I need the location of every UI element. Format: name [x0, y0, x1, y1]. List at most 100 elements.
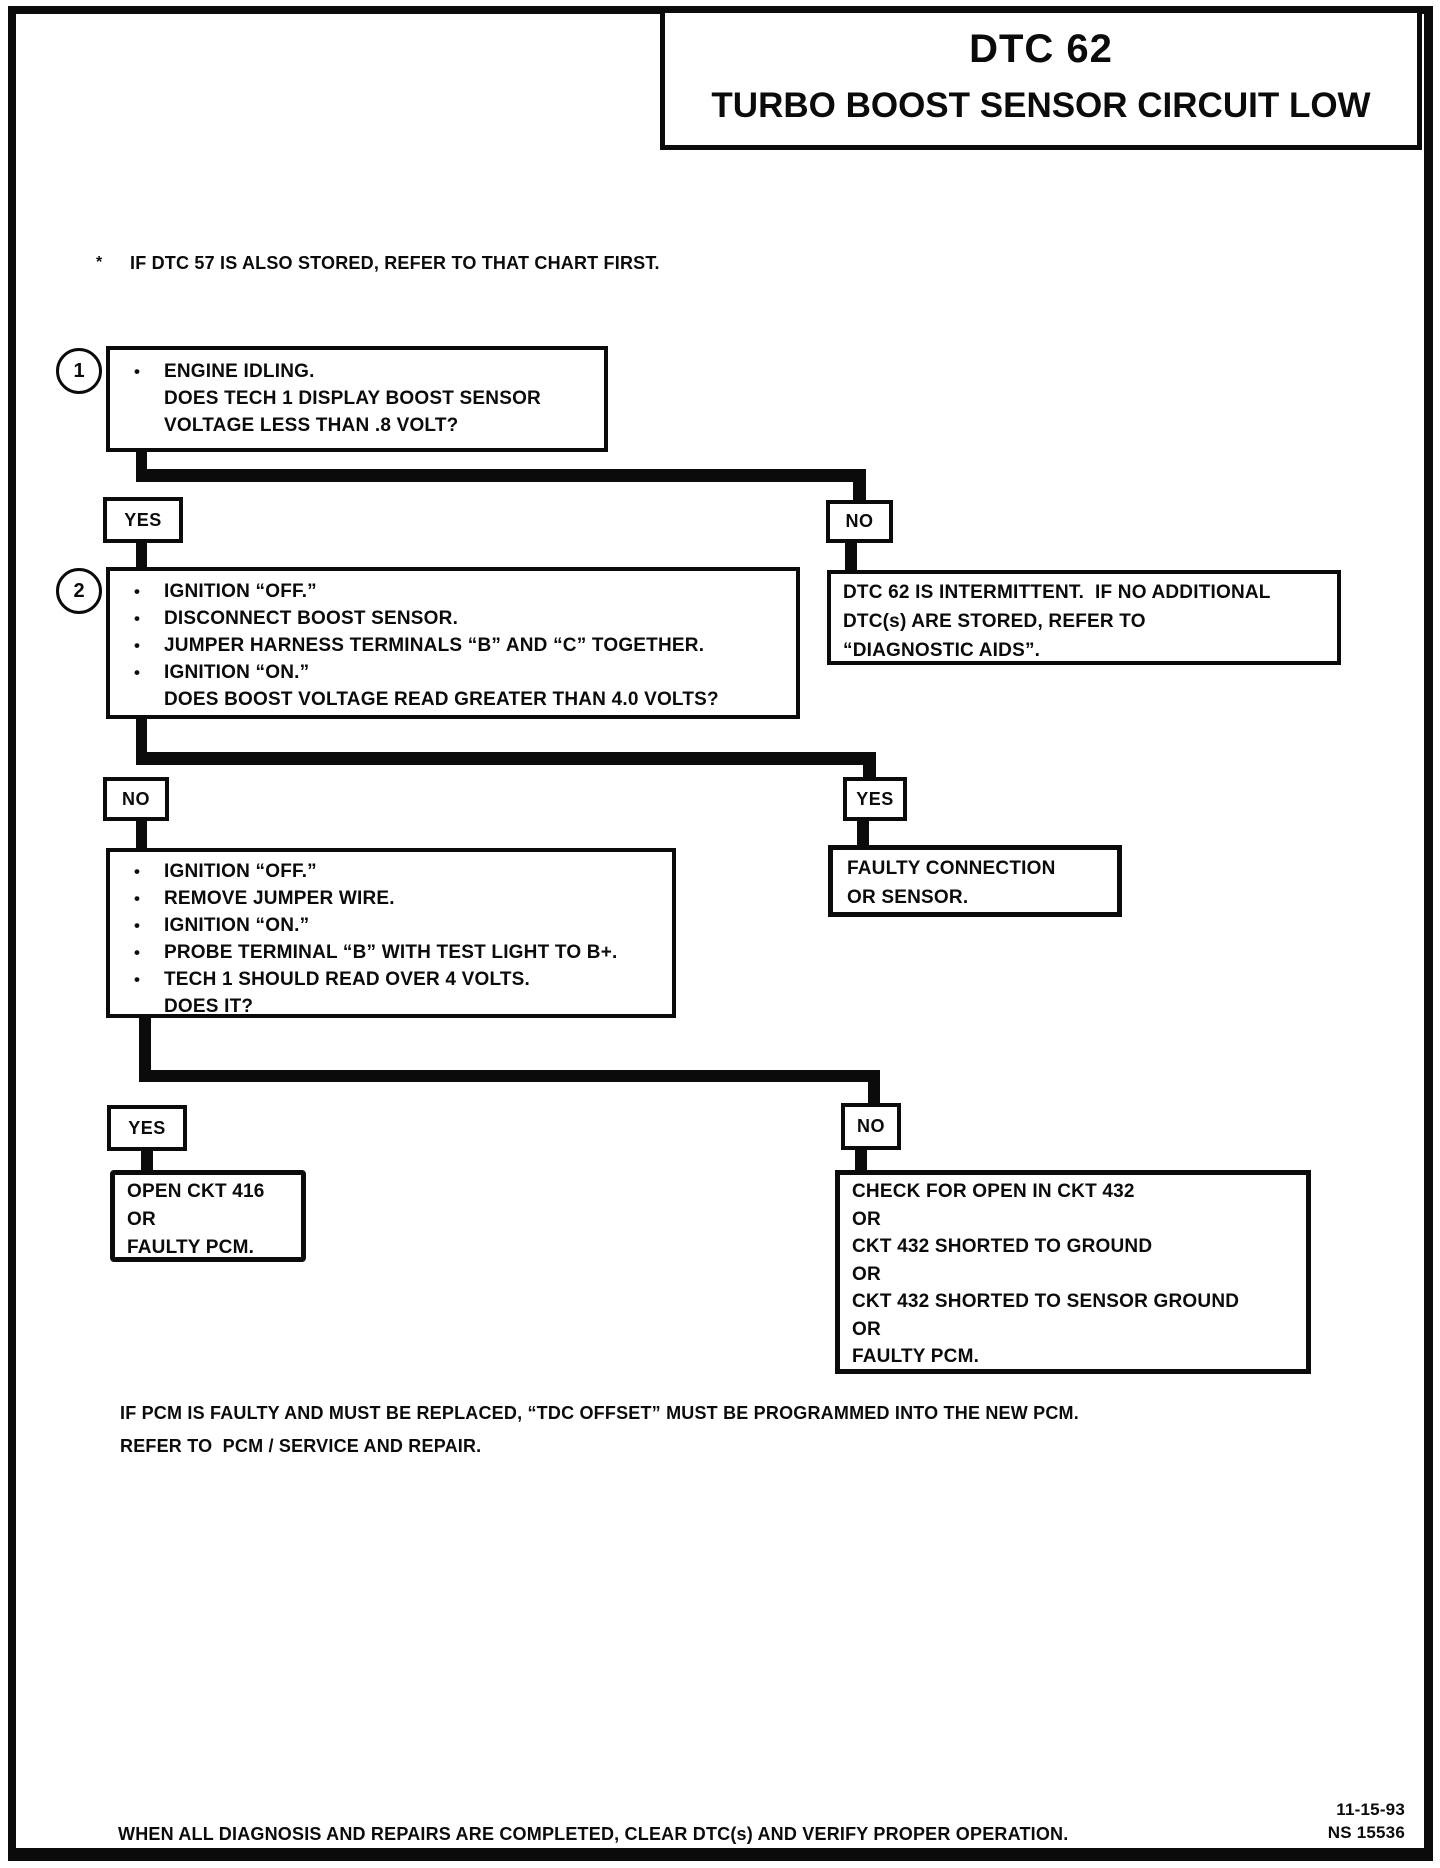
open-ckt-line: FAULTY PCM.: [127, 1237, 255, 1258]
step3-line: • TECH 1 SHOULD READ OVER 4 VOLTS.: [130, 966, 666, 993]
bullet-icon: •: [134, 916, 141, 935]
check-ckt-line: CHECK FOR OPEN IN CKT 432: [852, 1181, 1135, 1202]
step3-line-text: TECH 1 SHOULD READ OVER 4 VOLTS.: [164, 969, 531, 990]
connector-line: [136, 752, 876, 765]
decision3-yes-label: YES: [107, 1105, 187, 1151]
intermittent-box: DTC 62 IS INTERMITTENT. IF NO ADDITIONAL…: [827, 570, 1341, 665]
page-subtitle: TURBO BOOST SENSOR CIRCUIT LOW: [711, 86, 1371, 125]
bullet-icon: •: [134, 362, 141, 381]
connector-line: [857, 821, 869, 847]
step3-line: • IGNITION “ON.”: [130, 912, 666, 939]
bullet-icon: •: [134, 609, 141, 628]
connector-line: [136, 821, 147, 852]
step3-line-text: REMOVE JUMPER WIRE.: [164, 888, 395, 909]
check-ckt-line: FAULTY PCM.: [852, 1346, 980, 1367]
step3-line-text: IGNITION “ON.”: [164, 915, 310, 936]
connector-line: [139, 1070, 880, 1082]
decision-label-text: YES: [128, 1117, 166, 1138]
faulty-connection-line: OR SENSOR.: [847, 887, 969, 908]
step2-box: • IGNITION “OFF.” • DISCONNECT BOOST SENSO…: [106, 567, 800, 719]
open-ckt-box: OPEN CKT 416 OR FAULTY PCM.: [110, 1170, 306, 1262]
connector-line: [136, 448, 147, 482]
step3-line: DOES IT?: [130, 993, 666, 1020]
step2-line-text: IGNITION “OFF.”: [164, 581, 317, 602]
step2-line-text: DISCONNECT BOOST SENSOR.: [164, 608, 459, 629]
intermittent-line: DTC(s) ARE STORED, REFER TO: [843, 611, 1146, 632]
page-title: DTC 62: [969, 27, 1113, 71]
step-circle-1-number: 1: [73, 359, 85, 382]
check-ckt-box: CHECK FOR OPEN IN CKT 432 OR CKT 432 SHO…: [835, 1170, 1311, 1374]
step3-line: • REMOVE JUMPER WIRE.: [130, 885, 666, 912]
title-box: DTC 62 TURBO BOOST SENSOR CIRCUIT LOW: [660, 8, 1422, 150]
step2-line-text: JUMPER HARNESS TERMINALS “B” AND “C” TOG…: [164, 635, 705, 656]
check-ckt-line: CKT 432 SHORTED TO SENSOR GROUND: [852, 1291, 1240, 1312]
intermittent-line: “DIAGNOSTIC AIDS”.: [843, 640, 1041, 661]
connector-line: [136, 543, 147, 571]
check-ckt-line: OR: [852, 1208, 881, 1230]
connector-line: [845, 543, 857, 574]
pcm-note-line1: IF PCM IS FAULTY AND MUST BE REPLACED, “…: [120, 1403, 1079, 1423]
bullet-icon: •: [134, 889, 141, 908]
bullet-icon: •: [134, 862, 141, 881]
step-circle-2-number: 2: [73, 579, 85, 602]
step3-line-text: DOES IT?: [164, 996, 254, 1017]
pcm-note-line2: REFER TO PCM / SERVICE AND REPAIR.: [120, 1436, 482, 1456]
step-circle-1: 1: [56, 348, 102, 394]
step1-line: DOES TECH 1 DISPLAY BOOST SENSOR: [130, 385, 598, 412]
bullet-icon: •: [134, 582, 141, 601]
step3-box: • IGNITION “OFF.” • REMOVE JUMPER WIRE. • I…: [106, 848, 676, 1018]
page-border-left: [8, 6, 16, 1861]
connector-line: [141, 1151, 153, 1174]
connector-line: [863, 752, 876, 781]
connector-line: [136, 469, 866, 482]
step3-line-text: IGNITION “OFF.”: [164, 861, 317, 882]
step2-line: • IGNITION “OFF.”: [130, 578, 790, 605]
connector-line: [139, 1018, 151, 1082]
decision-label-text: YES: [124, 509, 162, 530]
step3-line-text: PROBE TERMINAL “B” WITH TEST LIGHT TO B+…: [164, 942, 618, 963]
step3-line: • PROBE TERMINAL “B” WITH TEST LIGHT TO B…: [130, 939, 666, 966]
faulty-connection-box: FAULTY CONNECTION OR SENSOR.: [828, 845, 1122, 917]
open-ckt-line: OR: [127, 1209, 156, 1230]
step2-line-text: IGNITION “ON.”: [164, 662, 310, 683]
step3-line: • IGNITION “OFF.”: [130, 858, 666, 885]
step1-box: • ENGINE IDLING. DOES TECH 1 DISPLAY BOOS…: [106, 346, 608, 452]
decision-label-text: NO: [845, 511, 874, 531]
step2-line: • DISCONNECT BOOST SENSOR.: [130, 605, 790, 632]
intermittent-line: DTC 62 IS INTERMITTENT. IF NO ADDITIONAL: [843, 582, 1271, 603]
step1-line-text: VOLTAGE LESS THAN .8 VOLT?: [164, 415, 459, 436]
decision1-no-label: NO: [826, 500, 893, 543]
decision2-yes-label: YES: [843, 777, 907, 821]
step2-line: • IGNITION “ON.”: [130, 659, 790, 686]
bullet-icon: •: [134, 636, 141, 655]
decision3-no-label: NO: [841, 1103, 901, 1150]
faulty-connection-line: FAULTY CONNECTION: [847, 858, 1056, 879]
doc-number: NS 15536: [1327, 1823, 1405, 1842]
step2-line-text: DOES BOOST VOLTAGE READ GREATER THAN 4.0…: [164, 689, 719, 710]
step2-line: • JUMPER HARNESS TERMINALS “B” AND “C” TO…: [130, 632, 790, 659]
connector-line: [868, 1070, 880, 1107]
connector-line: [855, 1150, 867, 1172]
bullet-icon: •: [134, 663, 141, 682]
decision-label-text: YES: [856, 788, 894, 809]
open-ckt-line: OPEN CKT 416: [127, 1181, 265, 1202]
bullet-icon: •: [134, 943, 141, 962]
footnote-text: IF DTC 57 IS ALSO STORED, REFER TO THAT …: [130, 253, 660, 273]
connector-line: [136, 719, 147, 765]
step1-line: • ENGINE IDLING.: [130, 358, 598, 385]
page-border-right: [1424, 6, 1433, 1861]
decision-label-text: NO: [122, 788, 150, 809]
footer-note: WHEN ALL DIAGNOSIS AND REPAIRS ARE COMPL…: [118, 1824, 1069, 1844]
step1-line-text: ENGINE IDLING.: [164, 361, 315, 382]
page-border-bottom: [8, 1848, 1433, 1861]
bullet-icon: •: [134, 970, 141, 989]
check-ckt-line: OR: [852, 1263, 881, 1285]
step2-line: DOES BOOST VOLTAGE READ GREATER THAN 4.0…: [130, 686, 790, 713]
doc-date: 11-15-93: [1336, 1800, 1405, 1819]
footnote-marker: *: [96, 254, 103, 271]
check-ckt-line: CKT 432 SHORTED TO GROUND: [852, 1236, 1153, 1257]
step1-line: VOLTAGE LESS THAN .8 VOLT?: [130, 412, 598, 439]
step-circle-2: 2: [56, 568, 102, 614]
decision-label-text: NO: [857, 1116, 885, 1136]
